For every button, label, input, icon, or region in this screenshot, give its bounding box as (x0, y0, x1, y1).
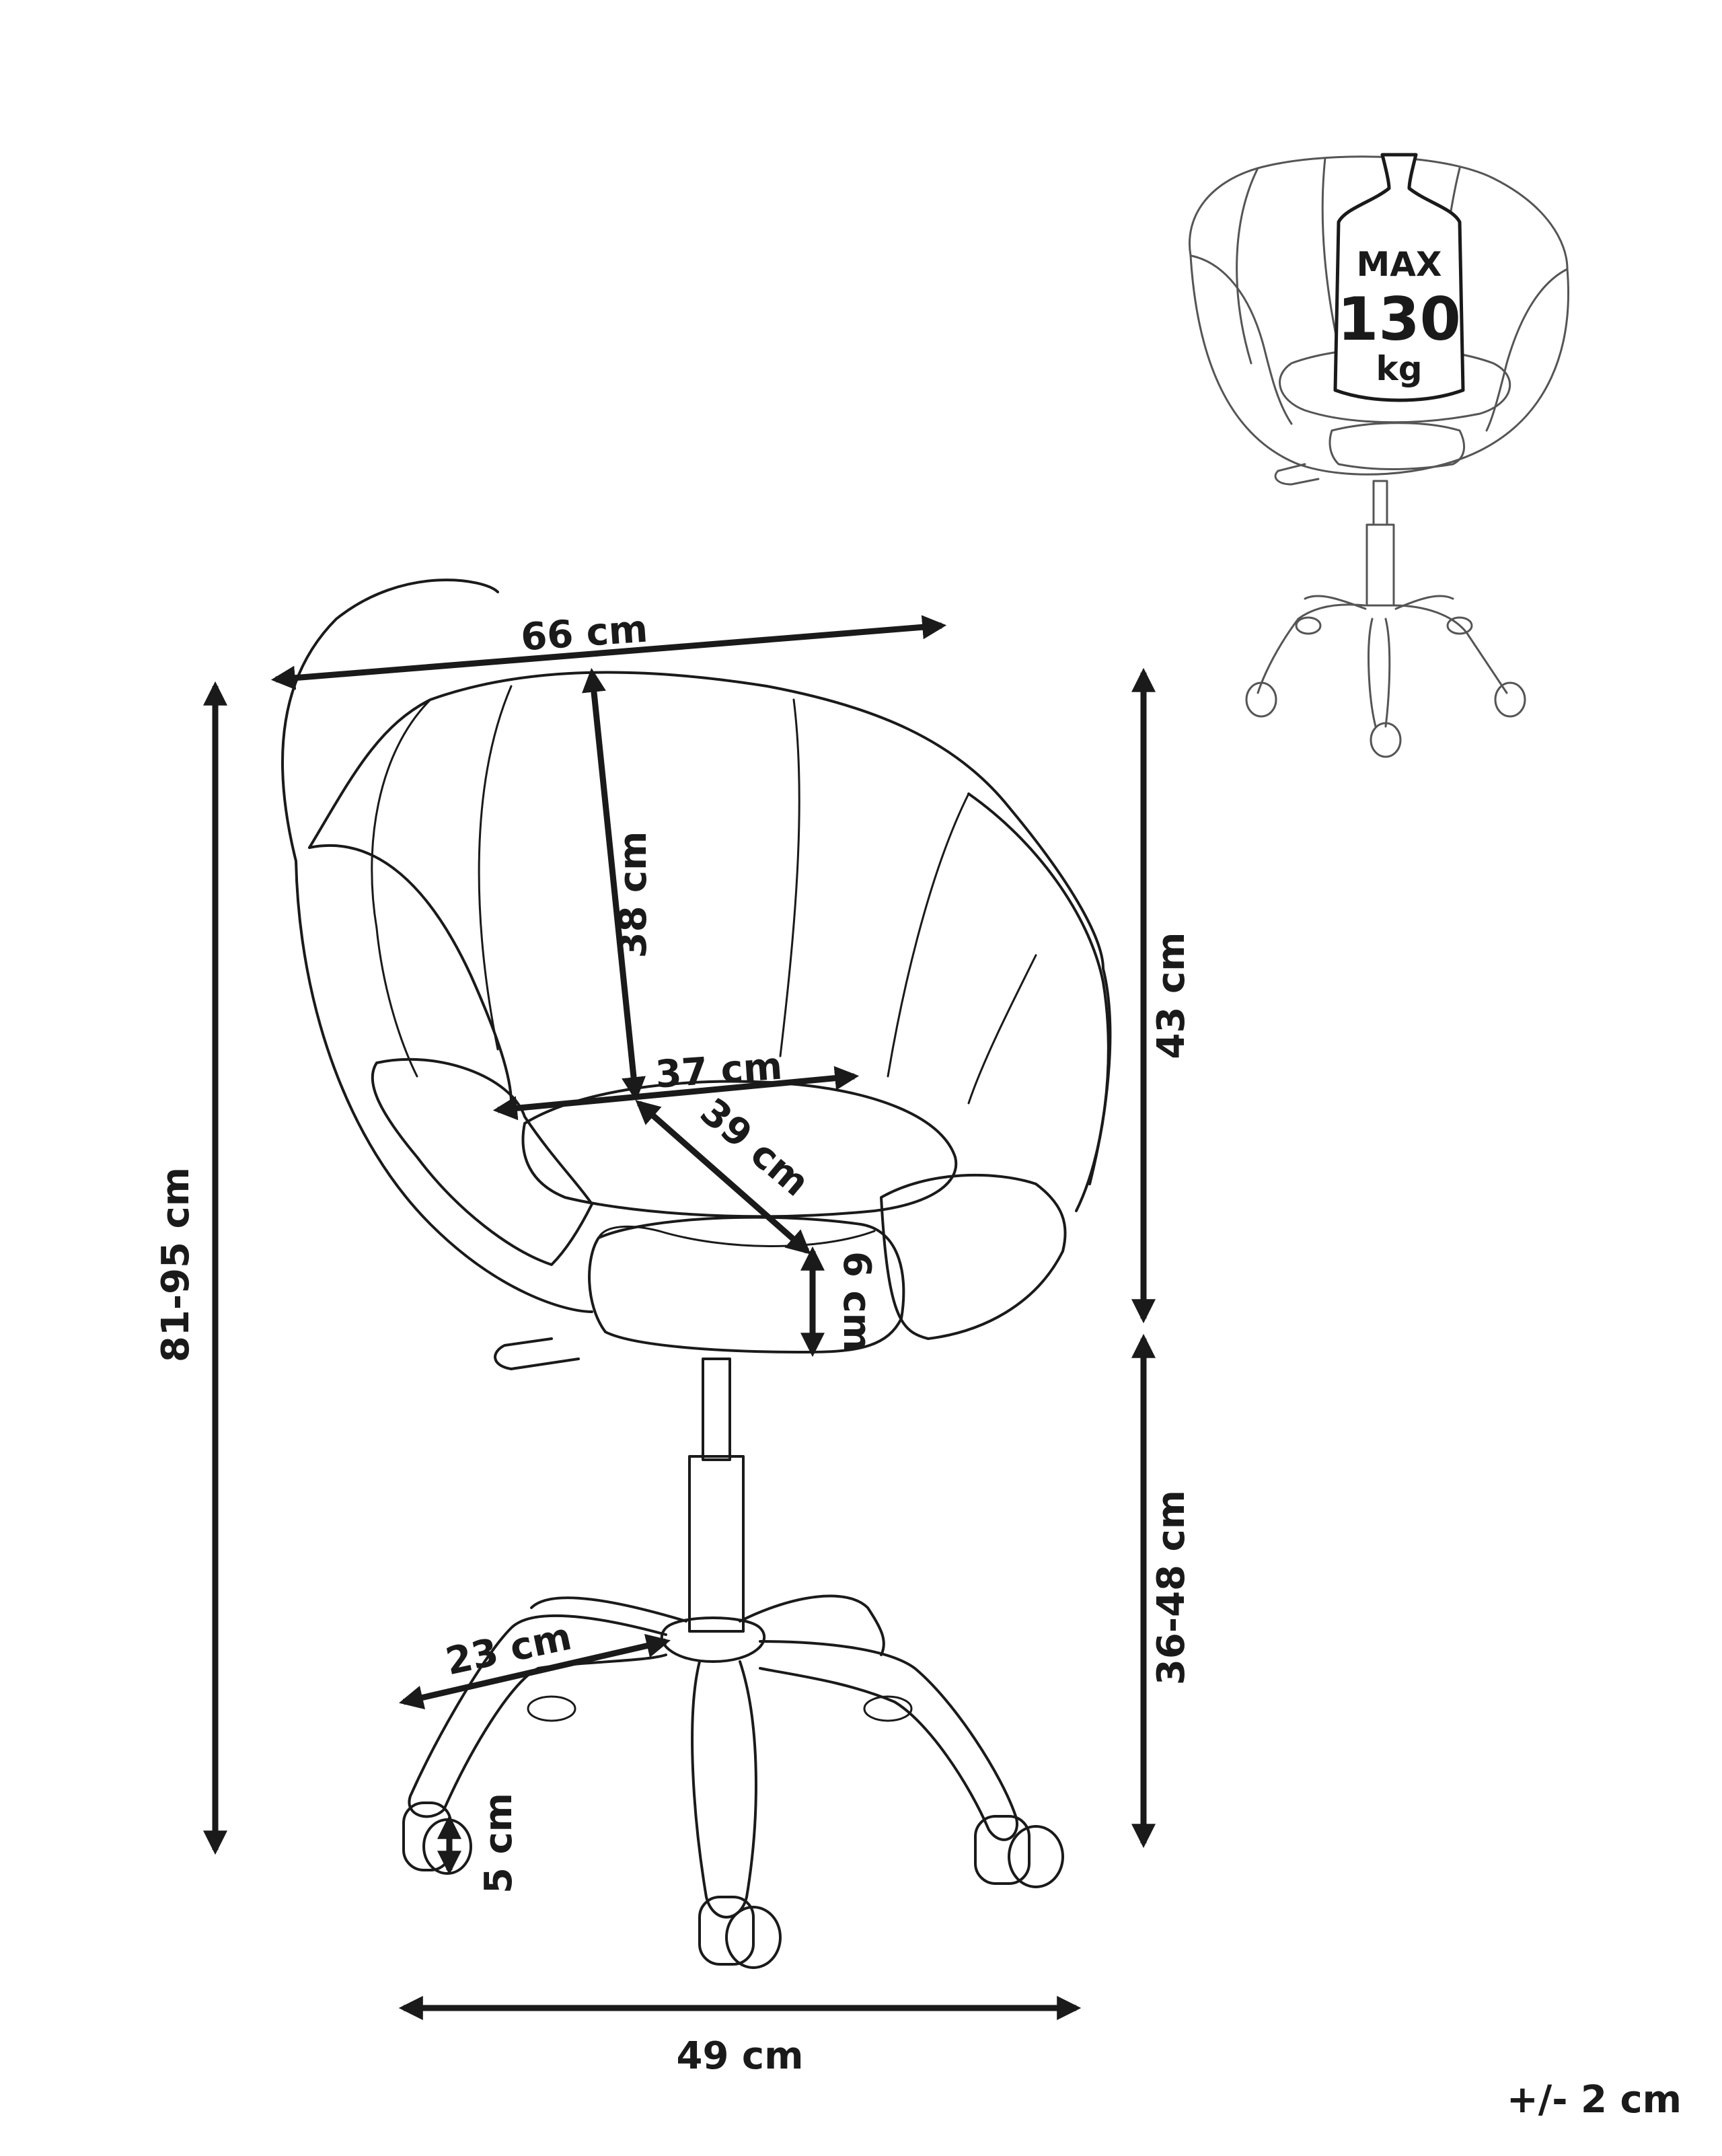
chair-height-lever (494, 1337, 580, 1370)
label-seat-depth: 39 cm (692, 1090, 818, 1205)
badge-weight-unit: kg (1376, 349, 1422, 388)
chair-shell-outline (281, 579, 593, 1313)
label-width-top: 66 cm (519, 607, 649, 660)
chair-back-right-panel (967, 792, 1110, 1212)
chair-right-arm (880, 1173, 1067, 1340)
chair-left-arm (371, 1057, 593, 1266)
gas-cylinder-body (688, 1455, 745, 1633)
label-upper-height: 43 cm (1150, 932, 1193, 1060)
ref-chair-shell (1189, 155, 1569, 476)
chair-petal-2 (478, 685, 513, 1051)
base-leg-front (691, 1660, 757, 1919)
ref-chair-caster-2 (1494, 681, 1526, 718)
badge-max-label: MAX (1356, 245, 1442, 284)
ref-chair-caster-4 (1295, 616, 1322, 635)
caster-front (698, 1896, 782, 1969)
caster-back-right (863, 1695, 913, 1722)
label-cushion-thickness: 6 cm (835, 1251, 878, 1352)
max-load-badge: MAX 130 kg (1333, 153, 1465, 402)
ref-chair-caster-3 (1370, 722, 1402, 758)
arrow-seat-depth (635, 1100, 811, 1255)
dimension-arrows (203, 615, 1156, 2020)
ref-chair-cylinder-top (1372, 480, 1388, 526)
arrow-leg-length (398, 1633, 671, 1710)
label-leg-length: 23 cm (442, 1614, 575, 1684)
chair-illustration (281, 579, 1112, 1969)
base-leg-back-left (530, 1596, 687, 1623)
label-seat-height: 36-48 cm (1150, 1490, 1193, 1685)
caster-right (974, 1815, 1064, 1888)
label-wheel-height: 5 cm (477, 1793, 521, 1894)
gas-cylinder-top (702, 1358, 731, 1461)
arrow-backrest-height (582, 667, 646, 1102)
base-leg-right (759, 1640, 1018, 1841)
ref-chair-petal-left (1189, 254, 1293, 425)
chair-petal-3 (779, 698, 800, 1057)
badge-weight-value: 130 (1337, 285, 1461, 354)
ref-chair-caster-5 (1446, 616, 1473, 635)
base-leg-back-right (739, 1594, 885, 1656)
chair-petal-4 (887, 792, 970, 1078)
ref-chair-caster-1 (1245, 681, 1277, 718)
label-seat-width: 37 cm (654, 1045, 784, 1097)
chair-petal-5 (967, 954, 1037, 1105)
label-total-height: 81-95 cm (154, 1167, 198, 1362)
ref-chair-cylinder (1365, 523, 1395, 607)
ref-chair-base (1257, 595, 1508, 728)
ref-chair-lever (1274, 463, 1320, 486)
chair-front-roll-top (597, 1226, 876, 1247)
label-backrest-height: 38 cm (611, 831, 655, 959)
chair-back-left-panel (308, 844, 513, 1105)
label-base-width: 49 cm (677, 2034, 804, 2078)
chair-back-outer (308, 671, 1112, 1185)
arrow-seat-width (492, 1066, 860, 1121)
star-base-hub (661, 1616, 765, 1663)
chair-petal-1 (371, 698, 432, 1078)
arrow-width-top (270, 615, 947, 690)
dimension-labels: 66 cm 81-95 cm 38 cm 37 cm 39 cm 6 cm 43… (154, 607, 1193, 2078)
ref-chair-petal-right (1485, 268, 1569, 432)
weight-icon (1333, 153, 1465, 402)
tolerance-note: +/- 2 cm (1507, 2078, 1682, 2122)
ref-chair-petal-2 (1236, 167, 1259, 365)
caster-back-left (527, 1695, 576, 1722)
ref-chair-front-roll (1328, 422, 1466, 470)
